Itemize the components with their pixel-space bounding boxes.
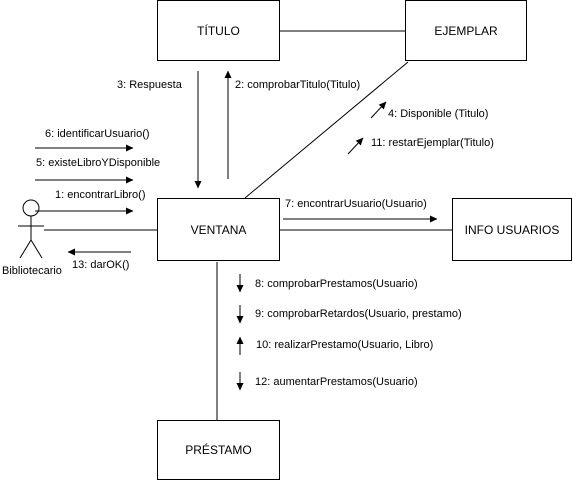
message-6-label: 6: identificarUsuario() [45, 128, 150, 140]
arrow-4-diagonal [370, 101, 387, 119]
titulo-object: TÍTULO [157, 0, 280, 61]
prestamo-label: PRÉSTAMO [185, 443, 252, 457]
message-11-label: 11: restarEjemplar(Titulo) [371, 137, 494, 149]
ejemplar-label: EJEMPLAR [434, 23, 498, 38]
ventana-object: VENTANA [157, 198, 280, 261]
ejemplar-object: EJEMPLAR [405, 0, 527, 61]
info-usuarios-object: INFO USUARIOS [452, 198, 572, 261]
actor-label: Bibliotecario [2, 265, 62, 277]
arrow-11-diagonal [347, 137, 364, 155]
ventana-label: VENTANA [190, 222, 247, 237]
message-4-label: 4: Disponible (Titulo) [388, 108, 489, 120]
message-2-label: 2: comprobarTitulo(Titulo) [235, 79, 361, 91]
message-3-label: 3: Respuesta [117, 79, 182, 91]
message-10-label: 10: realizarPrestamo(Usuario, Libro) [256, 339, 434, 351]
message-1-label: 1: encontrarLibro() [55, 189, 146, 201]
info-usuarios-label: INFO USUARIOS [464, 222, 560, 237]
link-ventana-ejemplar [244, 61, 409, 199]
bibliotecario-actor-icon [18, 199, 44, 259]
message-7-label: 7: encontrarUsuario(Usuario) [285, 198, 427, 210]
message-9-label: 9: comprobarRetardos(Usuario, prestamo) [255, 308, 462, 320]
message-12-label: 12: aumentarPrestamos(Usuario) [255, 376, 418, 388]
titulo-label: TÍTULO [197, 23, 240, 38]
message-5-label: 5: existeLibroYDisponible [36, 157, 161, 169]
message-13-label: 13: darOK() [72, 259, 130, 271]
message-8-label: 8: comprobarPrestamos(Usuario) [255, 278, 418, 290]
prestamo-object: PRÉSTAMO [157, 420, 280, 480]
